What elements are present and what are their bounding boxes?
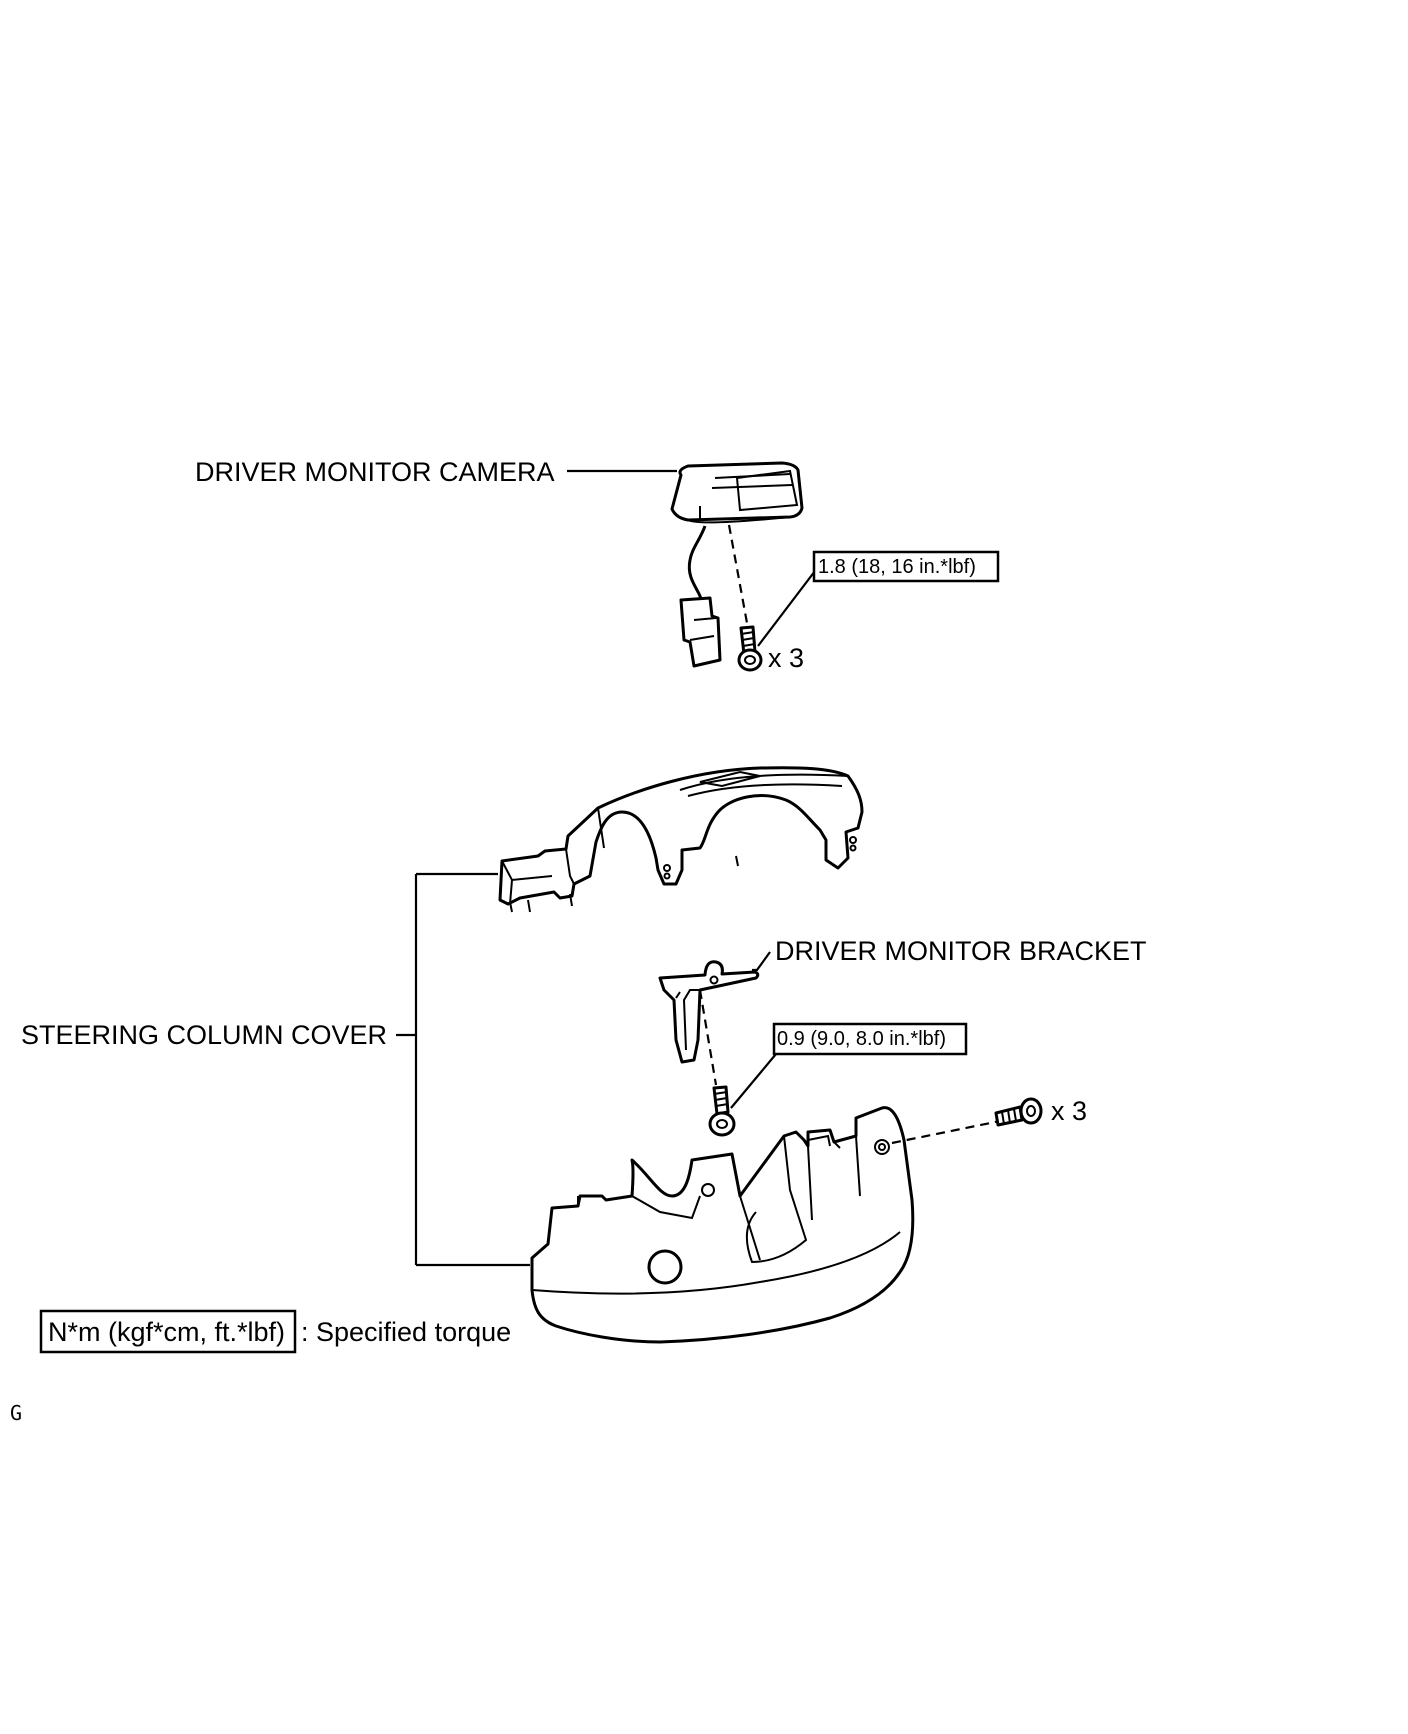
camera-connector <box>679 525 722 668</box>
camera-label: DRIVER MONITOR CAMERA <box>195 457 555 487</box>
lower-steering-column-cover <box>530 1106 915 1344</box>
bracket-screw-dashed-line <box>698 989 718 1086</box>
bracket-label: DRIVER MONITOR BRACKET <box>775 936 1147 966</box>
bracket-screw-icon <box>708 1085 736 1137</box>
camera-screw-dashed-line <box>727 524 749 624</box>
camera-torque-leader <box>757 566 819 647</box>
cover-screw-dashed-line <box>891 1117 1011 1145</box>
legend-description: : Specified torque <box>301 1317 511 1347</box>
upper-steering-column-cover <box>498 766 864 913</box>
bracket-torque-box <box>772 1022 968 1056</box>
camera-screw-quantity: x 3 <box>768 643 804 673</box>
driver-monitor-bracket <box>658 960 760 1064</box>
camera-torque-value: 1.8 (18, 16 in.*lbf) <box>818 556 976 578</box>
bracket-leader-line <box>752 951 771 972</box>
cover-screw-quantity: x 3 <box>1051 1096 1087 1126</box>
footer-code: G <box>10 1401 22 1425</box>
bracket-torque-leader <box>730 1053 777 1109</box>
cover-label: STEERING COLUMN COVER <box>21 1020 387 1050</box>
bracket-torque-value: 0.9 (9.0, 8.0 in.*lbf) <box>777 1028 946 1050</box>
legend-unit-box <box>39 1309 297 1354</box>
legend-unit-text: N*m (kgf*cm, ft.*lbf) <box>48 1317 285 1347</box>
cover-screw-icon <box>994 1097 1043 1127</box>
camera-screw-icon <box>737 625 763 672</box>
driver-monitor-camera <box>670 461 804 524</box>
camera-torque-box <box>812 550 1000 583</box>
cover-leader-bracket <box>396 872 530 1267</box>
